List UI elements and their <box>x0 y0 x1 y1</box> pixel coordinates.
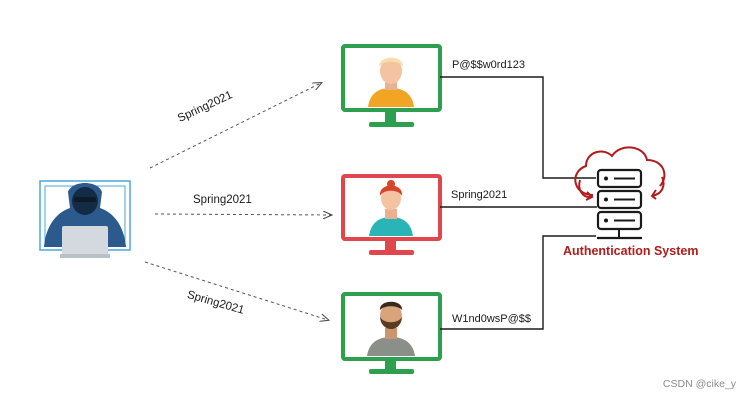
connector-bottom <box>440 235 596 330</box>
spray-label-middle: Spring2021 <box>193 194 252 206</box>
redhead-user-avatar-icon <box>369 180 413 236</box>
blond-user-avatar-icon <box>368 57 414 107</box>
password-label-top: P@$$w0rd123 <box>452 59 525 71</box>
attacker-hacker-icon <box>39 180 131 258</box>
connector-top <box>440 76 596 179</box>
spray-arrow-top <box>149 83 321 169</box>
spray-arrow-bottom <box>144 261 328 320</box>
watermark: CSDN @cike_y <box>662 378 736 390</box>
authentication-system-title: Authentication System <box>563 244 699 258</box>
password-label-bottom: W1nd0wsP@$$ <box>452 313 532 325</box>
bearded-user-avatar-icon <box>367 301 415 356</box>
cloud-server-icon <box>574 146 666 240</box>
spray-arrow-middle <box>154 214 331 215</box>
password-label-middle: Spring2021 <box>451 189 508 201</box>
